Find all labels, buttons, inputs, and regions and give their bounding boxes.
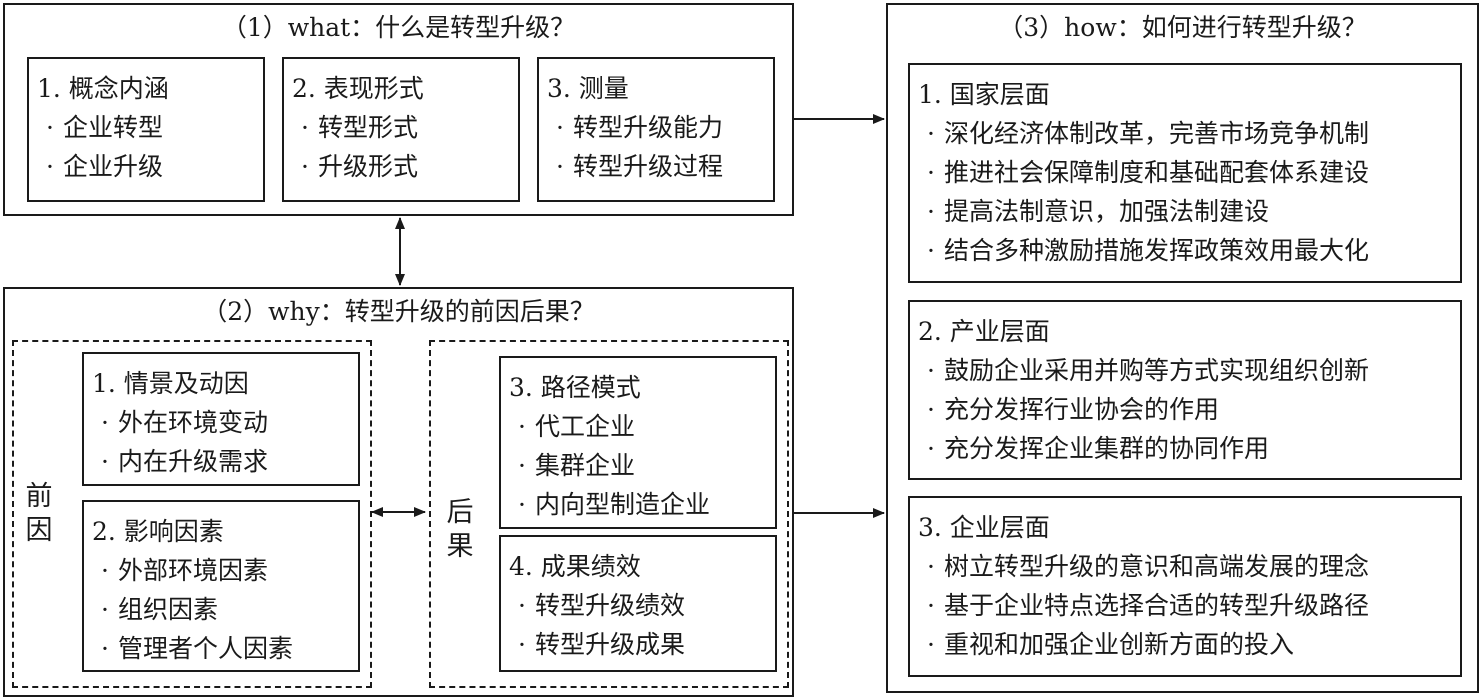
why-panel: （2）why：转型升级的前因后果？ 前因 1. 情景及动因 外在环境变动 内在升… bbox=[3, 287, 794, 697]
what-panel: （1）what：什么是转型升级？ 1. 概念内涵 企业转型 企业升级 2. 表现… bbox=[3, 3, 794, 216]
list-item: 内向型制造企业 bbox=[509, 485, 775, 524]
list-item: 推进社会保障制度和基础配套体系建设 bbox=[918, 153, 1460, 192]
list-item: 代工企业 bbox=[509, 407, 775, 446]
list-item: 结合多种激励措施发挥政策效用最大化 bbox=[918, 231, 1460, 270]
list-item: 转型升级过程 bbox=[547, 147, 773, 186]
how-title: （3）how：如何进行转型升级？ bbox=[998, 13, 1367, 42]
industry-heading: 2. 产业层面 bbox=[918, 317, 1050, 346]
list-item: 深化经济体制改革，完善市场竞争机制 bbox=[918, 114, 1460, 153]
path-mode-box: 3. 路径模式 代工企业 集群企业 内向型制造企业 bbox=[499, 356, 777, 529]
list-item: 重视和加强企业创新方面的投入 bbox=[918, 625, 1460, 664]
list-item: 企业转型 bbox=[37, 108, 263, 147]
list-item: 管理者个人因素 bbox=[92, 629, 358, 668]
national-level-box: 1. 国家层面 深化经济体制改革，完善市场竞争机制 推进社会保障制度和基础配套体… bbox=[908, 63, 1462, 283]
list-item: 基于企业特点选择合适的转型升级路径 bbox=[918, 586, 1460, 625]
list-item: 集群企业 bbox=[509, 446, 775, 485]
what-concept-box: 1. 概念内涵 企业转型 企业升级 bbox=[27, 57, 265, 202]
performance-heading: 4. 成果绩效 bbox=[509, 552, 641, 581]
list-item: 组织因素 bbox=[92, 590, 358, 629]
list-item: 树立转型升级的意识和高端发展的理念 bbox=[918, 547, 1460, 586]
national-heading: 1. 国家层面 bbox=[918, 80, 1050, 109]
list-item: 企业升级 bbox=[37, 147, 263, 186]
consequence-group: 后果 3. 路径模式 代工企业 集群企业 内向型制造企业 4. 成果绩效 转型升… bbox=[429, 340, 789, 688]
measure-heading: 3. 测量 bbox=[547, 74, 629, 103]
enterprise-heading: 3. 企业层面 bbox=[918, 513, 1050, 542]
concept-heading: 1. 概念内涵 bbox=[37, 74, 169, 103]
industry-level-box: 2. 产业层面 鼓励企业采用并购等方式实现组织创新 充分发挥行业协会的作用 充分… bbox=[908, 300, 1462, 480]
list-item: 升级形式 bbox=[292, 147, 518, 186]
list-item: 转型升级成果 bbox=[509, 625, 775, 664]
influence-factor-box: 2. 影响因素 外部环境因素 组织因素 管理者个人因素 bbox=[82, 500, 360, 672]
enterprise-level-box: 3. 企业层面 树立转型升级的意识和高端发展的理念 基于企业特点选择合适的转型升… bbox=[908, 496, 1462, 677]
what-measure-box: 3. 测量 转型升级能力 转型升级过程 bbox=[537, 57, 775, 202]
list-item: 转型形式 bbox=[292, 108, 518, 147]
context-driver-box: 1. 情景及动因 外在环境变动 内在升级需求 bbox=[82, 352, 360, 486]
performance-box: 4. 成果绩效 转型升级绩效 转型升级成果 bbox=[499, 535, 777, 672]
what-title: （1）what：什么是转型升级？ bbox=[221, 13, 576, 42]
path-heading: 3. 路径模式 bbox=[509, 373, 641, 402]
list-item: 提高法制意识，加强法制建设 bbox=[918, 192, 1460, 231]
why-title: （2）why：转型升级的前因后果？ bbox=[202, 297, 595, 326]
list-item: 转型升级能力 bbox=[547, 108, 773, 147]
list-item: 内在升级需求 bbox=[92, 442, 358, 481]
antecedent-group: 前因 1. 情景及动因 外在环境变动 内在升级需求 2. 影响因素 外部环境因素… bbox=[12, 340, 372, 688]
consequence-label: 后果 bbox=[446, 497, 474, 562]
list-item: 充分发挥行业协会的作用 bbox=[918, 390, 1460, 429]
form-heading: 2. 表现形式 bbox=[292, 74, 424, 103]
list-item: 外在环境变动 bbox=[92, 403, 358, 442]
list-item: 鼓励企业采用并购等方式实现组织创新 bbox=[918, 351, 1460, 390]
list-item: 充分发挥企业集群的协同作用 bbox=[918, 429, 1460, 468]
how-panel: （3）how：如何进行转型升级？ 1. 国家层面 深化经济体制改革，完善市场竞争… bbox=[886, 3, 1479, 693]
antecedent-label: 前因 bbox=[25, 481, 53, 546]
list-item: 外部环境因素 bbox=[92, 551, 358, 590]
what-form-box: 2. 表现形式 转型形式 升级形式 bbox=[282, 57, 520, 202]
influence-heading: 2. 影响因素 bbox=[92, 517, 224, 546]
context-heading: 1. 情景及动因 bbox=[92, 369, 249, 398]
list-item: 转型升级绩效 bbox=[509, 586, 775, 625]
